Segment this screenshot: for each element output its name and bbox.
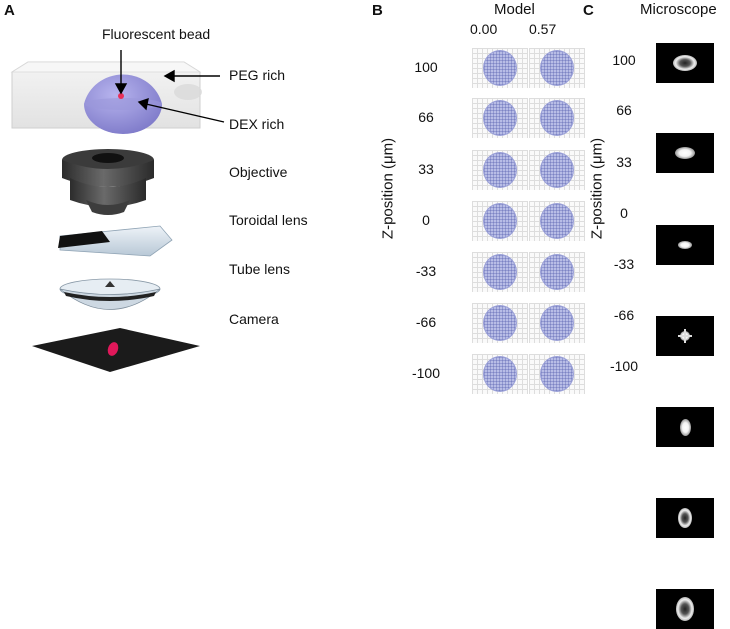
model-z-label: -100	[411, 365, 441, 381]
model-psf-spot	[540, 305, 574, 341]
label-fluorescent-bead: Fluorescent bead	[102, 26, 211, 42]
microscope-bead-image	[656, 589, 714, 629]
panel-a-letter: A	[4, 2, 15, 19]
model-psf-cell	[529, 303, 585, 343]
bead-spot	[678, 508, 692, 528]
bead-spot	[678, 241, 692, 249]
model-z-label: -66	[415, 314, 437, 330]
model-psf-spot	[540, 203, 574, 239]
model-psf-cell	[529, 98, 585, 138]
microscope-z-label: 100	[612, 52, 636, 68]
annotation-arrows	[114, 50, 225, 123]
bead-spot	[676, 597, 694, 621]
microscope-z-label: -66	[613, 307, 635, 323]
model-psf-cell	[529, 201, 585, 241]
model-psf-cell	[529, 252, 585, 292]
microscope-bead-image	[656, 407, 714, 447]
label-objective: Objective	[229, 164, 288, 180]
model-psf-cell	[472, 354, 528, 394]
microscope-bead-image	[656, 43, 714, 83]
optical-setup-illustration	[10, 50, 225, 372]
microscope-z-label: -100	[609, 358, 639, 374]
label-peg-rich: PEG rich	[229, 67, 286, 83]
bead-spot	[675, 147, 695, 159]
microscope-y-axis-label: Z-position (μm)	[588, 137, 606, 240]
microscope-z-label: 0	[620, 205, 628, 221]
model-z-label: -33	[415, 263, 437, 279]
label-dex-rich: DEX rich	[229, 116, 285, 132]
model-psf-cell	[529, 150, 585, 190]
model-psf-spot	[483, 305, 517, 341]
microscope-bead-image	[656, 225, 714, 265]
model-psf-spot	[483, 100, 517, 136]
model-z-label: 33	[418, 161, 434, 177]
toroidal-lens-drawing	[58, 225, 173, 257]
model-psf-cell	[472, 48, 528, 88]
model-psf-cell	[472, 252, 528, 292]
microscope-z-label: 66	[616, 102, 632, 118]
microscope-z-label: 33	[616, 154, 632, 170]
model-column-0: 0.00	[470, 21, 498, 37]
model-psf-spot	[540, 152, 574, 188]
microscope-z-label: -33	[613, 256, 635, 272]
fluorescent-bead-dot	[118, 93, 124, 99]
model-z-label: 100	[414, 59, 438, 75]
panel-c-letter: C	[583, 2, 594, 19]
label-camera: Camera	[229, 311, 279, 327]
model-psf-spot	[540, 50, 574, 86]
model-psf-spot	[483, 203, 517, 239]
microscope-bead-image	[656, 316, 714, 356]
model-psf-cell	[472, 150, 528, 190]
model-psf-cell	[472, 201, 528, 241]
model-z-label: 66	[418, 109, 434, 125]
model-psf-cell	[529, 48, 585, 88]
microscope-bead-image	[656, 133, 714, 173]
model-psf-cell	[472, 98, 528, 138]
label-tube-lens: Tube lens	[229, 261, 290, 277]
model-psf-cell	[472, 303, 528, 343]
microscope-title: Microscope	[640, 1, 717, 18]
model-psf-spot	[540, 100, 574, 136]
objective-drawing	[62, 149, 154, 215]
model-psf-spot	[540, 356, 574, 392]
bead-spot	[679, 418, 691, 436]
model-y-axis-label: Z-position (μm)	[379, 137, 397, 240]
model-title: Model	[494, 1, 535, 18]
model-psf-spot	[540, 254, 574, 290]
panel-b-letter: B	[372, 2, 383, 19]
tube-lens-drawing	[59, 278, 161, 310]
bead-spot	[673, 55, 697, 71]
model-psf-spot	[483, 152, 517, 188]
model-psf-spot	[483, 254, 517, 290]
microscope-bead-image	[656, 498, 714, 538]
model-psf-cell	[529, 354, 585, 394]
camera-sensor-drawing	[32, 328, 200, 372]
model-psf-spot	[483, 356, 517, 392]
label-toroidal-lens: Toroidal lens	[229, 212, 308, 228]
model-psf-spot	[483, 50, 517, 86]
model-column-1: 0.57	[529, 21, 557, 37]
model-z-label: 0	[422, 212, 430, 228]
